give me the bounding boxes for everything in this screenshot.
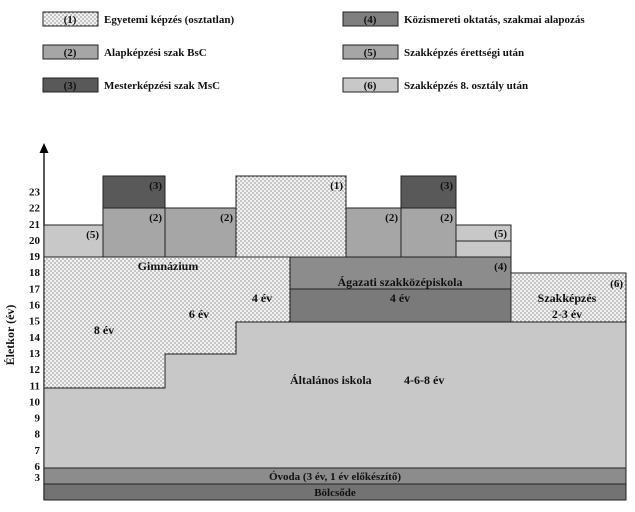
bsc-left-2 — [164, 207, 237, 258]
bolcsode-label: Bölcsőde — [314, 487, 356, 499]
bsc-left-1 — [102, 207, 166, 258]
post-secondary-left-block — [43, 224, 104, 258]
post-secondary-left-number: (5) — [86, 229, 99, 241]
axis-arrow-icon — [39, 143, 49, 153]
legend-text-4: Közismereti oktatás, szakmai alapozás — [404, 14, 585, 26]
altalanos-years: 4-6-8 év — [404, 373, 444, 387]
legend-num-1: (1) — [64, 14, 77, 26]
agazati-years: 4 év — [390, 291, 410, 305]
legend-num-3: (3) — [64, 80, 77, 92]
y-tick-label-12: 12 — [29, 364, 41, 376]
legend-text-5: Szakképzés érettségi után — [404, 47, 524, 59]
y-tick-label-16: 16 — [29, 300, 41, 312]
agazati-number: (4) — [494, 261, 507, 273]
y-tick-label-21: 21 — [29, 219, 40, 231]
legend-item-6: (6) Szakképzés 8. osztály után — [342, 77, 528, 93]
bsc-left-1-number: (2) — [149, 212, 162, 224]
y-axis-label: Életkor (év) — [3, 305, 17, 366]
legend: (1) Egyetemi képzés (osztatlan) (2) Alap… — [42, 11, 585, 93]
legend-num-2: (2) — [64, 47, 77, 59]
legend-text-3: Mesterképzési szak MsC — [104, 80, 220, 92]
legend-num-6: (6) — [364, 80, 377, 92]
legend-text-1: Egyetemi képzés (osztatlan) — [104, 14, 234, 26]
bsc-right-2-number: (2) — [440, 212, 453, 224]
szakkepzes-years: 2-3 év — [552, 307, 582, 321]
bsc-right-1-number: (2) — [385, 212, 398, 224]
legend-item-3: (3) Mesterképzési szak MsC — [42, 77, 220, 93]
legend-text-6: Szakképzés 8. osztály után — [404, 80, 528, 92]
egyetemi-block — [235, 175, 347, 258]
y-tick-label-20: 20 — [29, 235, 41, 247]
post-secondary-right-number: (5) — [494, 228, 507, 240]
legend-num-4: (4) — [364, 14, 377, 26]
gimnazium-4-years: 4 év — [252, 291, 272, 305]
post-secondary-right-bottom — [455, 240, 512, 258]
y-axis-ticks: 36 7 8 9 10 11 12 13 14 15 16 17 18 19 20 21 22 23 — [29, 187, 41, 485]
gimnazium-8-years: 8 év — [94, 323, 114, 337]
szakkepzes-label: Szakképzés — [538, 291, 597, 305]
legend-text-2: Alapképzési szak BsC — [104, 47, 207, 59]
y-axis: Életkor (év) 36 7 8 9 10 11 12 13 14 15 16 17 18 19 20… — [3, 143, 49, 500]
y-tick-label-18: 18 — [29, 267, 41, 279]
egyetemi-number: (1) — [330, 180, 343, 192]
legend-num-5: (5) — [364, 47, 377, 59]
szakkepzes-number: (6) — [610, 278, 623, 290]
y-tick-label-9: 9 — [35, 413, 41, 425]
y-tick-label-6: 6 — [35, 461, 41, 473]
y-tick-label-3: 3 — [35, 472, 41, 484]
y-tick-label-13: 13 — [29, 348, 41, 360]
y-tick-label-23: 23 — [29, 187, 41, 199]
y-tick-label-10: 10 — [29, 396, 41, 408]
legend-item-1: (1) Egyetemi képzés (osztatlan) — [42, 11, 234, 27]
msc-right — [400, 175, 457, 209]
gimnazium-6-years: 6 év — [189, 307, 209, 321]
legend-item-5: (5) Szakképzés érettségi után — [342, 44, 524, 60]
y-tick-label-8: 8 — [35, 429, 41, 441]
szakkepzes-block — [510, 272, 627, 323]
msc-left — [102, 175, 166, 209]
y-tick-label-7: 7 — [35, 445, 41, 457]
altalanos-label: Általános iskola — [290, 373, 372, 387]
y-tick-label-19: 19 — [29, 251, 41, 263]
y-tick-label-17: 17 — [29, 283, 41, 295]
legend-item-4: (4) Közismereti oktatás, szakmai alapozá… — [342, 11, 585, 27]
y-tick-label-11: 11 — [30, 380, 40, 392]
msc-right-number: (3) — [440, 180, 453, 192]
ovoda-label: Óvoda (3 év, 1 év előkészítő) — [269, 471, 401, 483]
legend-item-2: (2) Alapképzési szak BsC — [42, 44, 207, 60]
bsc-left-2-number: (2) — [220, 212, 233, 224]
y-tick-label-22: 22 — [29, 203, 41, 215]
msc-left-number: (3) — [149, 180, 162, 192]
agazati-label: Ágazati szakközépiskola — [337, 275, 462, 289]
gimnazium-label: Gimnázium — [138, 259, 199, 273]
y-tick-label-14: 14 — [29, 332, 41, 344]
y-tick-label-15: 15 — [29, 316, 41, 328]
